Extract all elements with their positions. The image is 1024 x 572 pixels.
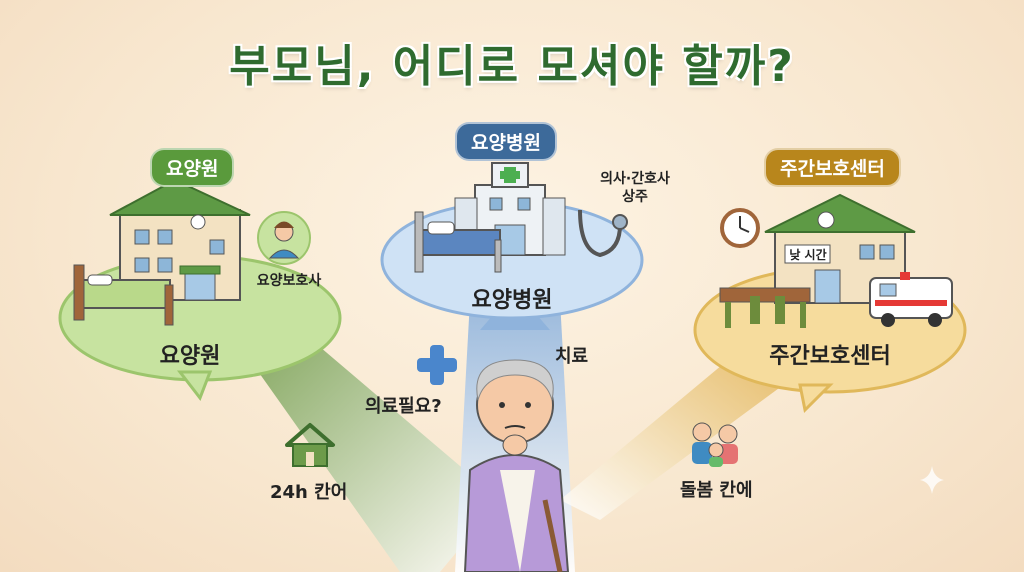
daycare-label: 주간보호센터 — [769, 344, 891, 369]
hospital-building-icon — [454, 162, 566, 256]
daycare-sign-label: 낮 시간 — [789, 248, 827, 262]
daycare-tag: 주간보호센터 — [764, 148, 901, 187]
caregiver-label: 요양보호사 — [256, 273, 322, 289]
nursing-home-tag: 요양원 — [150, 148, 235, 187]
daycare-care-label: 돌봄 칸에 — [680, 480, 753, 501]
clock-icon — [720, 208, 760, 248]
elderly-woman-figure — [463, 359, 570, 572]
house-icon — [285, 423, 335, 467]
hospital-label: 요양병원 — [471, 288, 553, 313]
caregiver-avatar — [257, 211, 311, 265]
bed-icon — [73, 264, 174, 326]
ambulance-icon — [869, 272, 953, 327]
page-title: 부모님, 어디로 모셔야 할까? — [229, 41, 795, 92]
care-24h-label: 24h 칸어 — [270, 482, 348, 503]
family-icon — [692, 422, 738, 467]
medical-question-label: 의료필요? — [365, 396, 442, 417]
treatment-label: 치료 — [555, 346, 589, 367]
table-icon — [719, 287, 811, 328]
path-to-daycare — [560, 350, 790, 520]
staff-label-line2: 상주 — [622, 189, 648, 205]
path-to-nursing-home — [250, 330, 500, 572]
staff-label-line1: 의사·간호사 — [600, 171, 670, 187]
stethoscope-icon — [578, 209, 628, 258]
medical-cross-icon — [417, 345, 457, 385]
sparkle-icon — [920, 466, 944, 494]
hospital-tag: 요양병원 — [455, 122, 557, 161]
hospital-bed-icon — [414, 211, 502, 273]
nursing-home-label: 요양원 — [159, 344, 221, 369]
nursing-home-building-icon — [109, 178, 251, 301]
